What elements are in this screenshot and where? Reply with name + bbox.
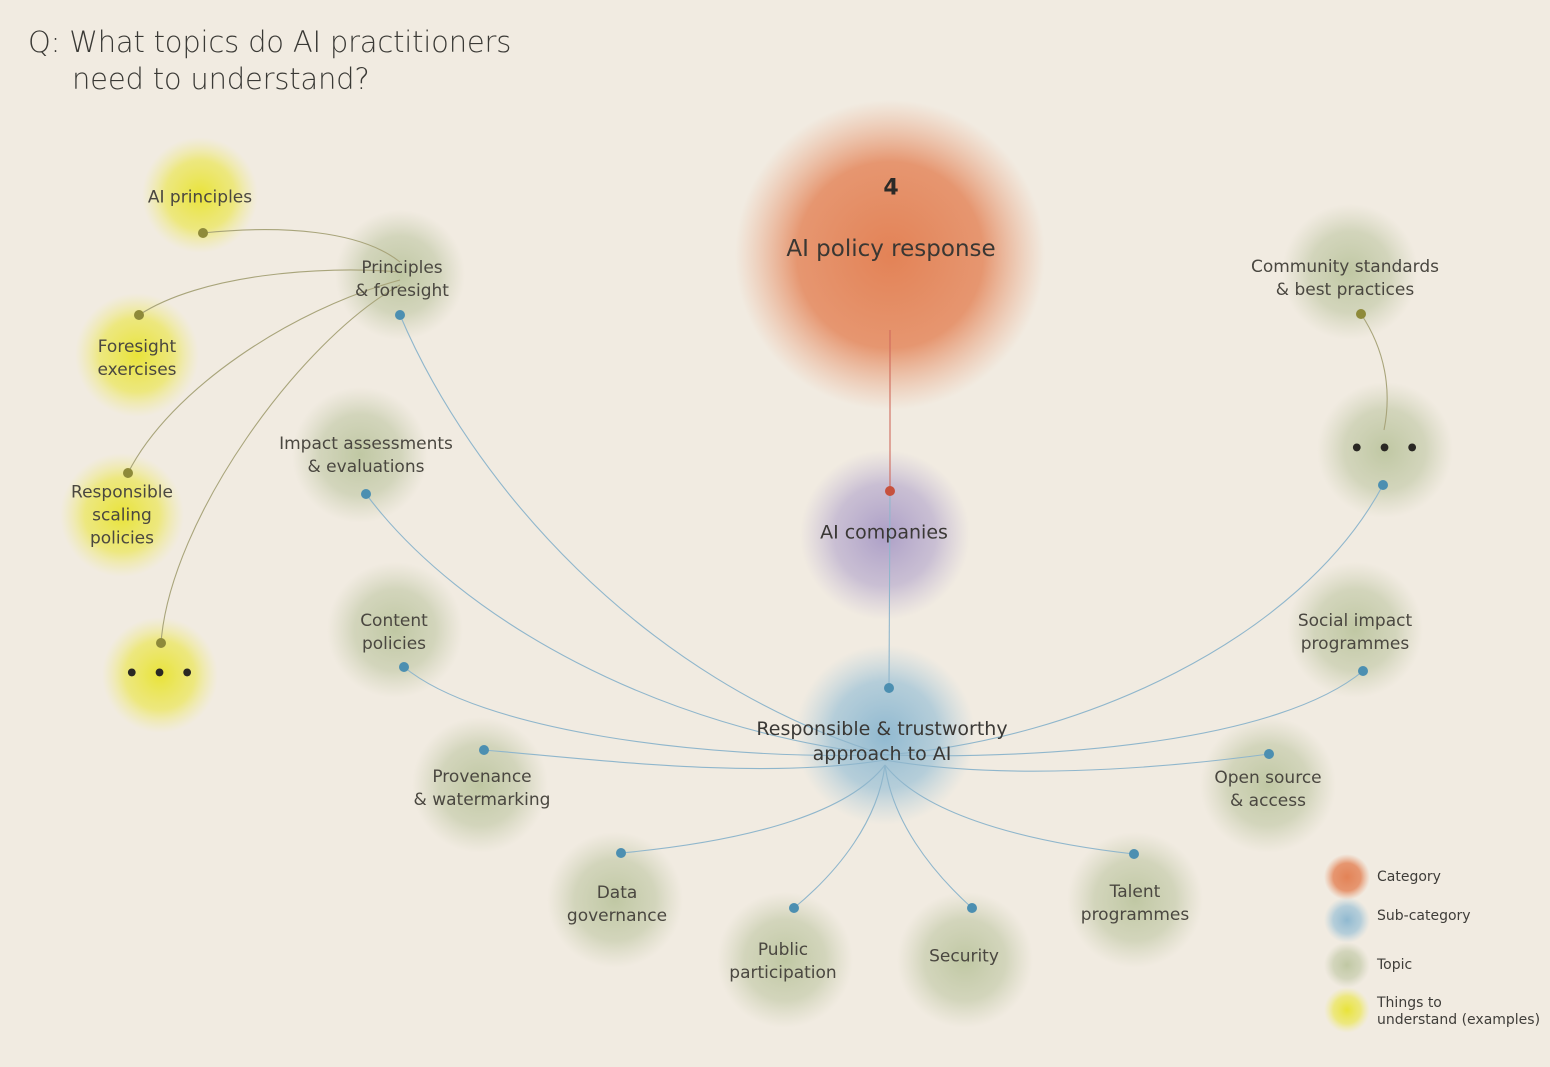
topic-blob-data [547,832,683,968]
topic-label-public: Public participation [729,940,837,983]
topic-blob-content [327,562,463,698]
dot-provenance [479,745,489,755]
dot-public [789,903,799,913]
link-impact [365,493,886,756]
dot-thing-more [156,638,166,648]
topic-label-security: Security [929,946,999,967]
legend-swatch-things [1324,987,1370,1033]
dot-community [1356,309,1366,319]
topic-label-impact: Impact assessments & evaluations [279,434,453,477]
dot-impact [361,489,371,499]
legend-swatch-category [1324,854,1370,900]
subcategory-label: Responsible & trustworthy approach to AI [756,718,1008,765]
link-data [620,764,886,854]
thing-label-more: • • • [124,661,198,687]
thing-label-ai-principles: AI principles [147,187,253,208]
topic-label-social: Social impact programmes [1297,611,1413,654]
category-blob [735,100,1045,410]
dot-company [885,486,895,496]
legend-label-category: Category [1377,869,1441,885]
subcategory-blob [795,645,975,825]
category-label: AI policy response [786,236,996,262]
thing-blob-more [102,617,218,733]
link-content [403,666,886,757]
topic-label-data: Data governance [566,883,668,926]
company-blob [800,450,970,620]
legend-swatch-subcategory [1324,897,1370,943]
topic-label-provenance: Provenance & watermarking [413,767,551,810]
topic-blob-public [717,892,853,1028]
topic-blob-impact [292,387,428,523]
thing-blob-rsp [60,453,184,577]
node-blobs [60,100,1453,1033]
legend-label-topic: Topic [1377,957,1413,973]
dot-principles [395,310,405,320]
link-provenance [483,749,886,770]
question-line-1: Q: What topics do AI practitioners [28,25,512,59]
link-thing-foresight [138,269,401,316]
link-social [884,670,1364,757]
dot-opensource [1264,749,1274,759]
dot-security [967,903,977,913]
dot-more [1378,480,1388,490]
topic-label-opensource: Open source & access [1214,768,1322,811]
dot-thing-foresight [134,310,144,320]
question-line-2: need to understand? [72,62,370,96]
link-thing-ai-principles [202,229,401,263]
link-public [793,764,886,909]
topic-blob-social [1287,562,1423,698]
dot-social [1358,666,1368,676]
link-community-more [1360,313,1388,431]
topic-label-talent: Talent programmes [1080,882,1190,925]
thing-blob-ai-principles [142,137,258,253]
link-thing-rsp [127,279,401,474]
topic-blob-more [1317,382,1453,518]
link-company-subcategory [888,491,891,689]
topic-blob-talent [1067,832,1203,968]
topic-blob-principles [335,210,465,340]
legend-swatch-topic [1324,942,1370,988]
topic-blob-opensource [1200,717,1336,853]
topic-label-community: Community standards & best practices [1250,257,1440,300]
legend-label-subcategory: Sub-category [1377,908,1471,924]
question-title: Q: What topics do AI practitioners need … [28,24,511,98]
topic-blob-provenance [412,717,548,853]
link-talent [884,764,1135,855]
thing-label-rsp: Responsible scaling policies [71,482,173,549]
link-opensource [884,753,1270,772]
company-label: AI companies [820,521,948,544]
connections [127,229,1388,909]
connection-dots [123,228,1388,913]
thing-blob-foresight [75,293,199,417]
link-more [884,484,1384,756]
dot-content [399,662,409,672]
link-thing-more [160,284,401,644]
dot-talent [1129,849,1139,859]
legend-label-things: Things to understand (examples) [1377,995,1541,1028]
category-number: 4 [883,175,899,201]
topic-blob-security [897,892,1033,1028]
dot-thing-rsp [123,468,133,478]
dot-data [616,848,626,858]
dot-thing-ai-principles [198,228,208,238]
topic-blob-community [1282,204,1418,340]
topic-label-principles: Principles & foresight [355,258,449,301]
topic-label-more: • • • [1349,436,1423,462]
link-principles [399,314,886,756]
dot-subcategory [884,683,894,693]
topic-label-content: Content policies [360,611,428,654]
link-security [884,764,973,909]
thing-label-foresight: Foresight exercises [97,337,177,380]
